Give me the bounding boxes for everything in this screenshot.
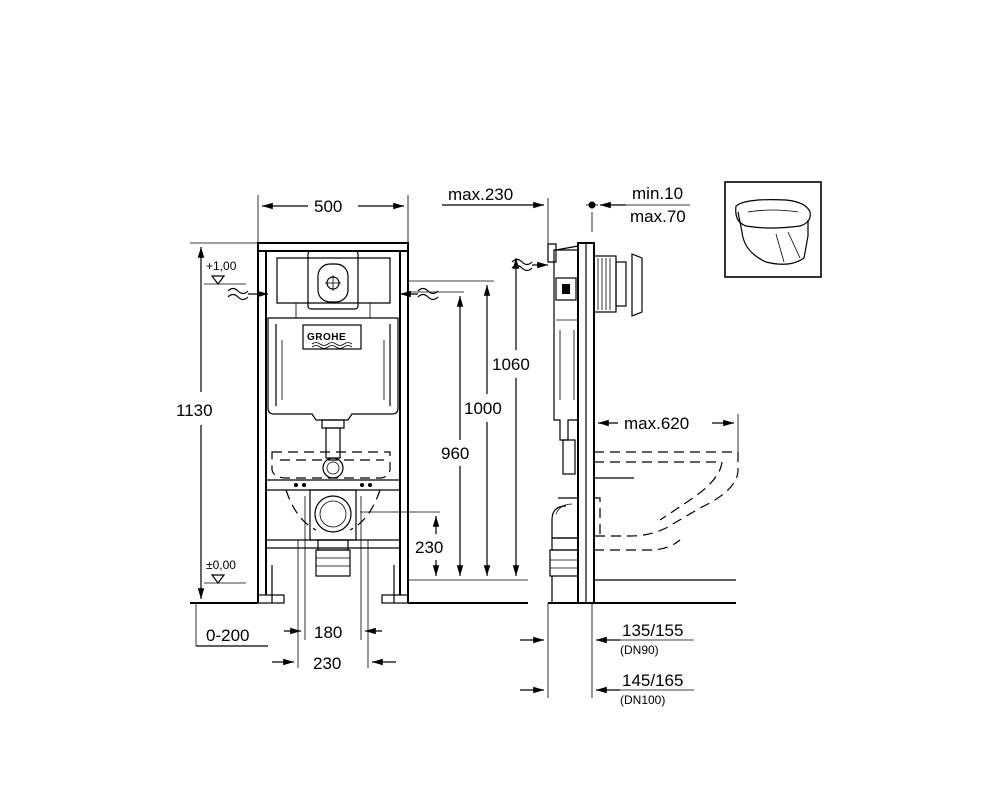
spacing-180-label: 180 — [314, 623, 342, 642]
cistern: GROHE — [267, 250, 399, 479]
level-top-label: +1,00 — [206, 259, 237, 273]
level-zero-label: ±0,00 — [206, 558, 236, 572]
grohe-logo: GROHE — [302, 324, 362, 350]
side-view: max.230 min.10 max.70 — [442, 184, 739, 707]
logo-text: GROHE — [307, 332, 346, 343]
toilet-bowl-dashed — [594, 451, 739, 551]
dim-vertical-right: 1060 1000 960 230 — [360, 258, 530, 581]
water-inlet-icon — [227, 287, 439, 301]
max70-label: max.70 — [630, 207, 686, 226]
flush-plate-side — [593, 253, 643, 317]
h1000-label: 1000 — [464, 399, 502, 418]
height-label: 1130 — [176, 401, 213, 420]
drain-side — [549, 497, 579, 603]
wall-panel — [577, 242, 595, 604]
dim-bottom-side: 135/155 (DN90) 145/165 (DN100) — [520, 603, 694, 707]
dim-bottom: 180 230 0-200 — [195, 496, 396, 673]
front-view: GROHE — [176, 195, 530, 673]
level-marker-icon: +1,00 ±0,00 — [204, 259, 246, 584]
bowl-outline-front — [271, 451, 391, 531]
cistern-side — [511, 243, 579, 475]
width-label: 500 — [314, 197, 342, 216]
dim-min10-max70: min.10 max.70 — [586, 184, 690, 232]
spacing-230-label: 230 — [313, 654, 341, 673]
toilet-bowl-icon — [724, 181, 822, 278]
h960-label: 960 — [441, 444, 469, 463]
max230-label: max.230 — [448, 185, 513, 204]
dim-height: 1130 — [176, 242, 258, 599]
h230-label: 230 — [415, 538, 443, 557]
dn90-label: (DN90) — [620, 643, 659, 657]
offset-label: 0-200 — [206, 626, 249, 645]
frame — [257, 242, 409, 604]
dim-145-165-label: 145/165 — [622, 671, 683, 690]
max620-label: max.620 — [624, 414, 689, 433]
dim-max230: max.230 — [442, 185, 549, 250]
dim-135-155-label: 135/155 — [622, 621, 683, 640]
min10-label: min.10 — [632, 184, 683, 203]
dim-max620: max.620 — [598, 414, 739, 452]
dn100-label: (DN100) — [620, 693, 665, 707]
dim-width: 500 — [257, 195, 409, 243]
h1060-label: 1060 — [492, 355, 530, 374]
outlet-pipe — [294, 483, 372, 577]
